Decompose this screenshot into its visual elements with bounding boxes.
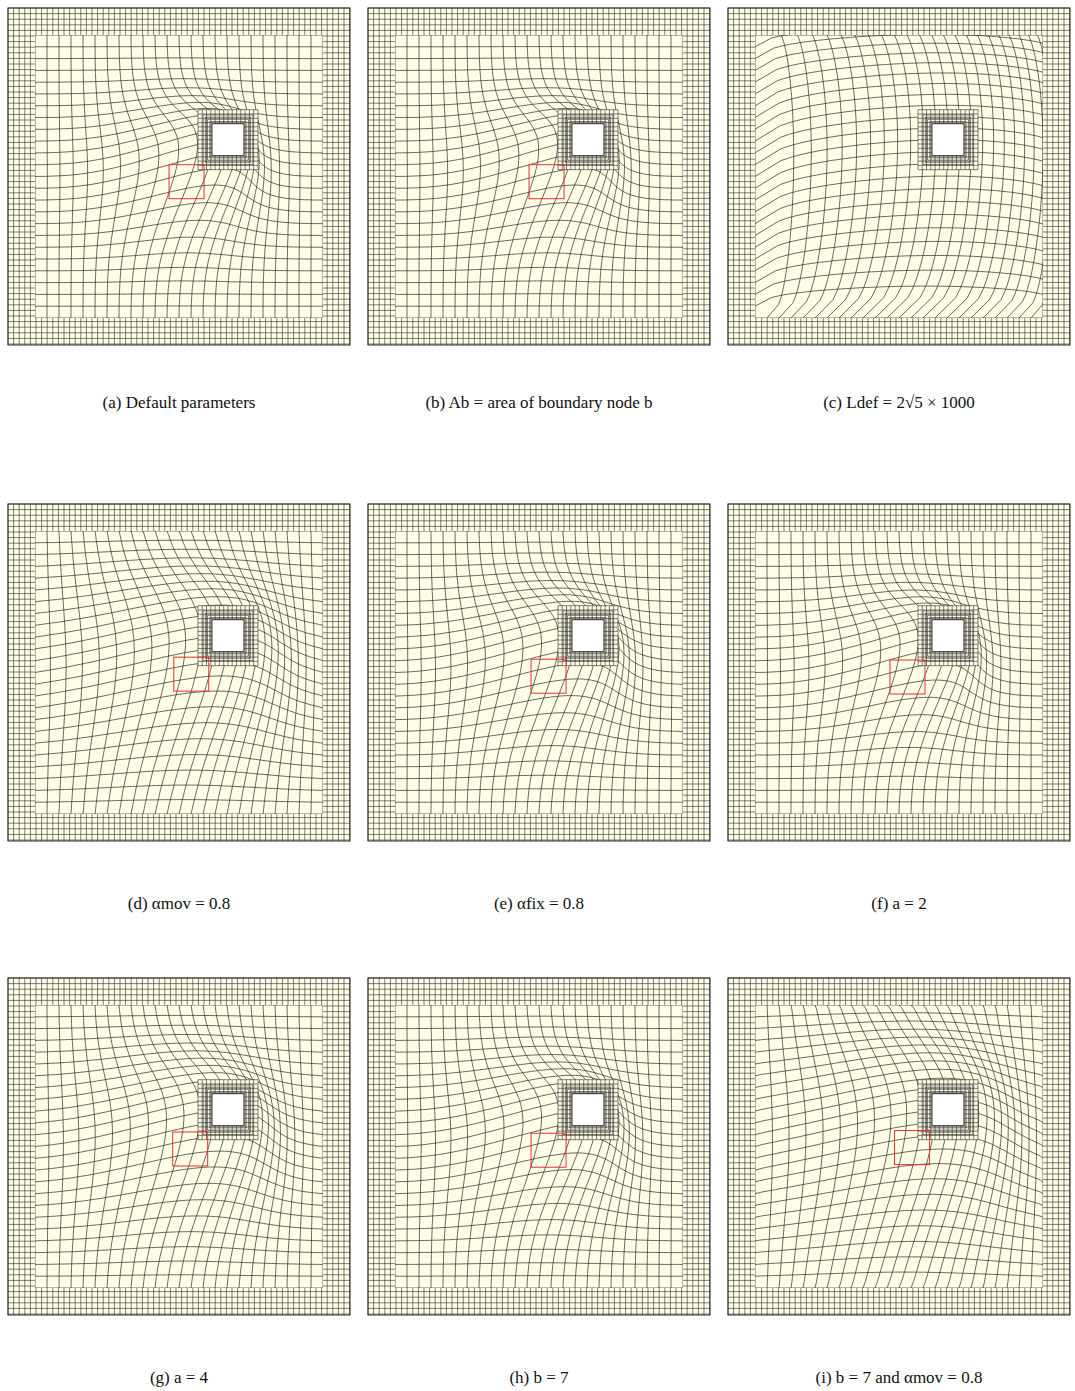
mesh-ground [35,35,323,318]
mesh-ground [918,110,978,170]
refined-mesh [558,606,618,666]
subfigure-caption: (i) b = 7 and αmov = 0.8 [738,1367,1060,1389]
mesh-ground [755,531,1043,814]
panel-border [368,978,710,1315]
fine-mesh [368,8,710,345]
refined-mesh [558,110,618,170]
refined-mesh [198,110,258,170]
panel-border [8,504,350,841]
mesh-ground [728,504,1070,841]
mesh-ground [558,1080,618,1140]
subfigure-caption: (f) a = 2 [738,893,1060,915]
refined-mesh [198,1080,258,1140]
panel-border [8,978,350,1315]
hole [932,124,964,156]
mesh-panel [368,978,710,1315]
deformed-mesh [395,1005,683,1288]
mesh-ground [368,8,710,345]
subfigure-caption: (d) αmov = 0.8 [18,893,340,915]
mesh-ground [728,978,1070,1315]
mesh-ground [35,1005,323,1288]
red-marker [529,165,564,199]
red-marker [173,1132,208,1166]
red-marker [531,1133,566,1167]
mesh-panel [368,504,710,841]
red-marker [531,659,566,693]
hole [212,1094,244,1126]
red-marker [169,165,204,199]
deformed-mesh [35,1005,323,1288]
hole [212,620,244,652]
deformed-mesh [755,531,1043,814]
fine-mesh [8,978,350,1315]
hole [212,124,244,156]
mesh-ground [8,8,350,345]
hole [572,620,604,652]
deformed-mesh [755,1005,1043,1288]
subfigure-caption: (e) αfix = 0.8 [378,893,700,915]
refined-mesh [918,606,978,666]
mesh-ground [368,504,710,841]
fine-mesh [728,978,1070,1315]
mesh-ground [395,35,683,318]
refined-mesh [558,1080,618,1140]
mesh-panel [728,504,1070,841]
mesh-panel [368,8,710,345]
hole [572,1094,604,1126]
panel-border [728,504,1070,841]
panel-border [8,8,350,345]
deformed-mesh [755,35,1043,318]
mesh-ground [198,110,258,170]
mesh-ground [395,1005,683,1288]
hole [932,1094,964,1126]
mesh-ground [198,1080,258,1140]
mesh-panel [8,504,350,841]
subfigure-caption: (h) b = 7 [378,1367,700,1389]
mesh-ground [728,8,1070,345]
mesh-ground [35,531,323,814]
mesh-ground [558,110,618,170]
mesh-panel [8,8,350,345]
deformed-mesh [35,35,323,318]
red-marker [895,1131,930,1165]
mesh-panel [728,978,1070,1315]
mesh-ground [755,1005,1043,1288]
mesh-panel [8,978,350,1315]
fine-mesh [368,504,710,841]
mesh-ground [558,606,618,666]
hole [572,124,604,156]
mesh-ground [918,606,978,666]
hole [932,620,964,652]
mesh-ground [8,504,350,841]
fine-mesh [368,978,710,1315]
deformed-mesh [395,531,683,814]
mesh-ground [8,978,350,1315]
subfigure-caption: (b) Ab = area of boundary node b [378,392,700,414]
deformed-mesh [395,35,683,318]
subfigure-caption: (g) a = 4 [18,1367,340,1389]
mesh-ground [395,531,683,814]
mesh-panel [728,8,1070,345]
subfigure-caption: (a) Default parameters [18,392,340,414]
refined-mesh [918,110,978,170]
subfigure-caption: (c) Ldef = 2√5 × 1000 [738,392,1060,414]
mesh-ground [368,978,710,1315]
fine-mesh [8,504,350,841]
panel-border [368,8,710,345]
panel-border [728,8,1070,345]
red-marker [890,660,925,694]
red-marker [174,657,209,691]
deformed-mesh [35,531,323,814]
fine-mesh [728,8,1070,345]
fine-mesh [8,8,350,345]
fine-mesh [728,504,1070,841]
panel-border [728,978,1070,1315]
panel-border [368,504,710,841]
